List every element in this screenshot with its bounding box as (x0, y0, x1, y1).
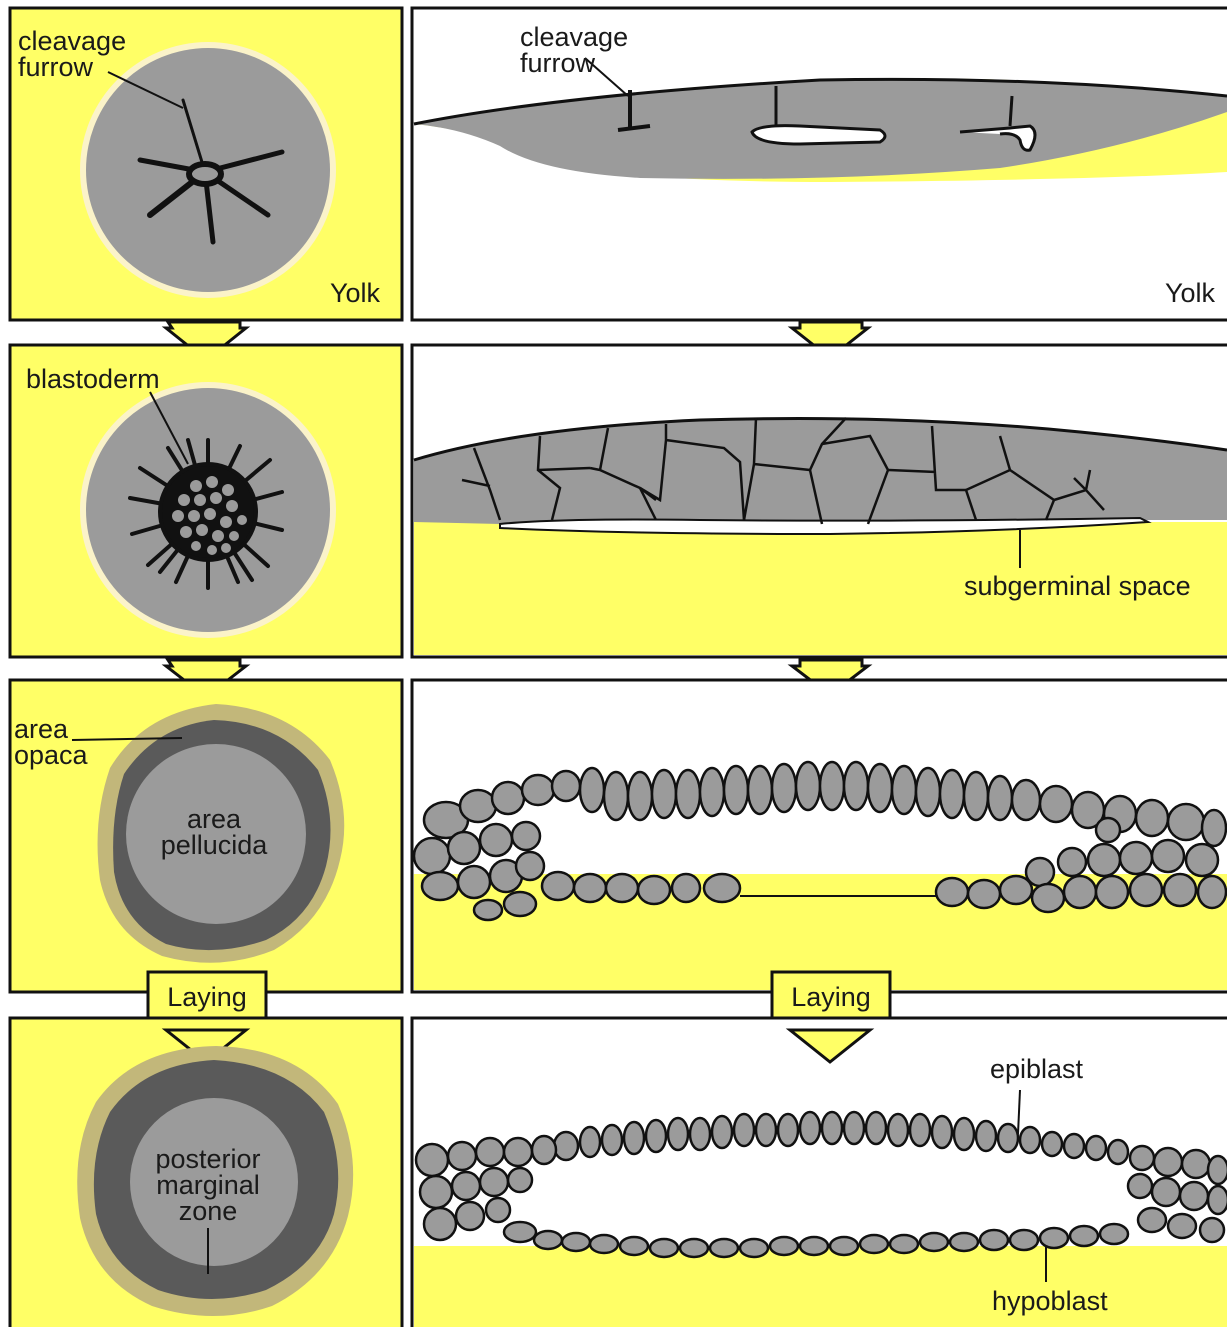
furrow-label-2: furrow (520, 48, 596, 78)
row-3: area opaca area pellucida (10, 680, 1227, 992)
hypoblast-label: hypoblast (992, 1286, 1108, 1316)
zone-label: zone (179, 1196, 238, 1226)
area-opaca-label-b: opaca (14, 740, 89, 770)
epiblast-label: epiblast (990, 1054, 1084, 1084)
area-pellucida-label-b: pellucida (161, 830, 269, 860)
row-1: cleavage furrow Yolk cleavage furrow Yol… (10, 8, 1227, 320)
blastoderm-label: blastoderm (26, 364, 160, 394)
laying-label-right: Laying (791, 982, 871, 1012)
furrow-label-1: furrow (18, 52, 94, 82)
row-2: blastoderm subgerminal space (10, 345, 1227, 657)
row-4: posterior marginal zone (10, 1018, 1227, 1327)
yolk-label-right: Yolk (1165, 278, 1216, 308)
yolk-label-left: Yolk (330, 278, 381, 308)
laying-label-left: Laying (167, 982, 247, 1012)
subgerminal-space-label: subgerminal space (964, 571, 1191, 601)
